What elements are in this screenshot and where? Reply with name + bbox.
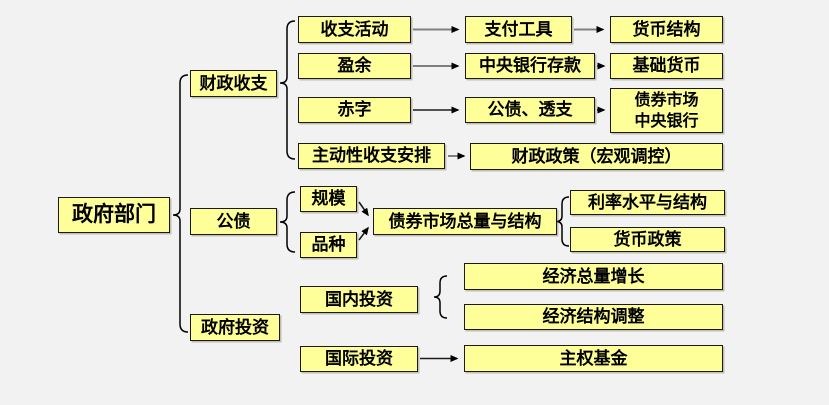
node-fiscal-policy-macro-control: 财政政策（宏观调控） xyxy=(470,143,723,170)
arrow-scale-to-bond-total xyxy=(358,201,369,217)
node-public-debt: 公债 xyxy=(190,208,277,235)
bond-market-line: 债券市场 xyxy=(634,91,699,109)
node-bond-market-total-structure: 债券市场总量与结构 xyxy=(373,208,557,235)
brace-debt-children xyxy=(279,191,296,253)
node-central-bank-deposit: 中央银行存款 xyxy=(465,53,595,79)
node-economic-aggregate-growth: 经济总量增长 xyxy=(464,263,723,290)
node-surplus: 盈余 xyxy=(298,53,411,79)
central-bank-line: 中央银行 xyxy=(634,112,699,130)
node-bonds-overdraft: 公债、透支 xyxy=(465,97,595,123)
node-base-money: 基础货币 xyxy=(610,53,723,79)
node-variety: 品种 xyxy=(300,232,357,258)
node-proactive-arrangement: 主动性收支安排 xyxy=(298,143,445,169)
node-revenue-expenditure-activity: 收支活动 xyxy=(298,16,411,43)
node-deficit: 赤字 xyxy=(298,97,411,123)
node-fiscal-revenue-expenditure: 财政收支 xyxy=(190,70,277,97)
node-international-investment: 国际投资 xyxy=(300,346,418,372)
node-interest-rate-level-structure: 利率水平与结构 xyxy=(570,190,725,215)
brace-gov-children xyxy=(172,74,189,333)
node-currency-structure: 货币结构 xyxy=(610,16,723,43)
node-government-department: 政府部门 xyxy=(58,197,170,233)
node-scale: 规模 xyxy=(300,186,357,212)
node-sovereign-fund: 主权基金 xyxy=(464,345,723,372)
node-payment-instruments: 支付工具 xyxy=(465,16,572,43)
node-economic-structure-adjustment: 经济结构调整 xyxy=(464,304,723,330)
node-bond-market-central-bank: 债券市场 中央银行 xyxy=(610,88,723,133)
node-monetary-policy: 货币政策 xyxy=(570,227,725,252)
brace-bondtotal-children xyxy=(555,196,570,247)
node-government-investment: 政府投资 xyxy=(190,314,280,341)
node-domestic-investment: 国内投资 xyxy=(300,286,418,313)
arrow-variety-to-bond-total xyxy=(358,226,369,241)
brace-domestic-children xyxy=(433,275,448,319)
brace-fiscal-children xyxy=(279,20,296,160)
